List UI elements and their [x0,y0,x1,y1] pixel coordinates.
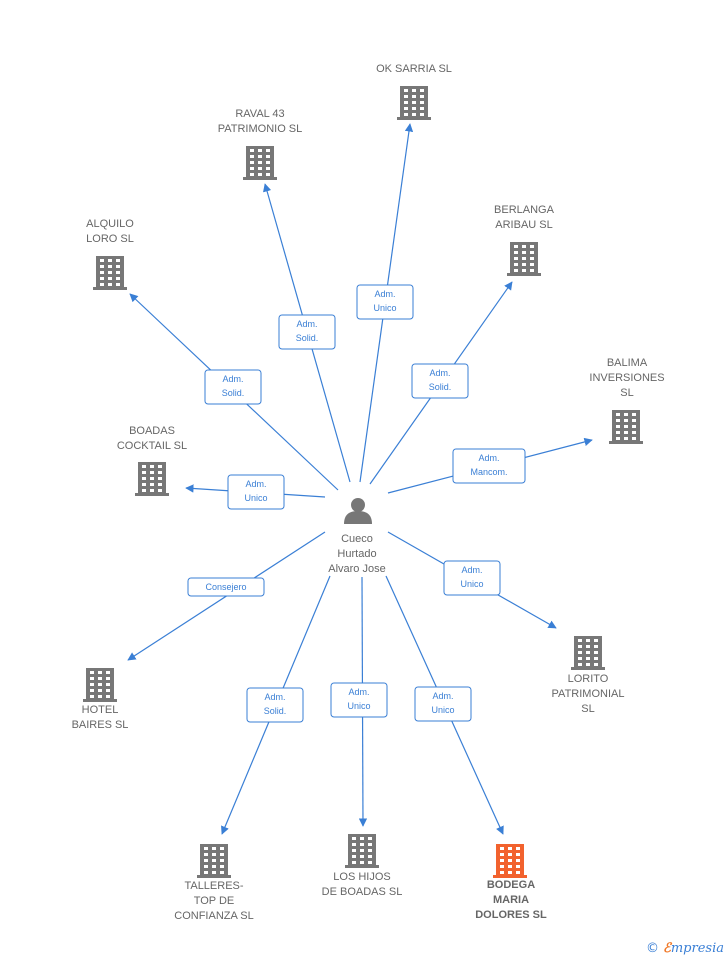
role-badge-text: Mancom. [470,467,507,477]
role-badge-text: Consejero [205,582,246,592]
role-badge-text: Adm. [461,565,482,575]
role-badge-text: Adm. [429,368,450,378]
person-label-line[interactable]: Hurtado [337,548,376,560]
role-badge-text: Adm. [432,691,453,701]
building-icon[interactable] [397,86,431,120]
person-label-line[interactable]: Cueco [341,533,373,545]
nodes-layer: OK SARRIA SL RAVAL 43 PATRIMONIO SL ALQUILO… [72,63,665,922]
role-badge-text: Unico [373,303,396,313]
role-badge-text: Unico [460,579,483,589]
role-badge-box [278,314,336,350]
role-badge: Adm. Unico [356,284,414,320]
role-badge: Adm. Solid. [278,314,336,350]
company-label-line[interactable]: DE BOADAS SL [322,886,403,898]
role-badge-text: Adm. [222,374,243,384]
company-label-line[interactable]: BOADAS [129,425,175,437]
role-badge-text: Adm. [348,687,369,697]
role-badge: Adm. Unico [330,682,388,718]
building-icon[interactable] [609,410,643,444]
company-label-line[interactable]: PATRIMONIAL [552,688,625,700]
building-icon[interactable] [571,636,605,670]
person-label-line[interactable]: Alvaro Jose [328,563,385,575]
role-badge: Adm. Mancom. [452,448,526,484]
role-badge-text: Solid. [296,333,319,343]
role-badge: Consejero [187,577,265,597]
role-badge-text: Unico [244,493,267,503]
building-icon[interactable] [493,844,527,878]
role-badge-box [443,560,501,596]
building-icon[interactable] [93,256,127,290]
role-badge-text: Adm. [245,479,266,489]
role-badge-text: Adm. [296,319,317,329]
role-badge-text: Adm. [478,453,499,463]
building-icon[interactable] [135,462,169,496]
brand-name: mpresia [670,941,724,956]
role-badge-box [187,577,265,597]
company-label-line[interactable]: BALIMA [607,357,648,369]
company-label-line[interactable]: DOLORES SL [475,909,547,921]
company-label-line[interactable]: INVERSIONES [589,372,664,384]
company-label-line[interactable]: BAIRES SL [72,719,129,731]
role-badge-box [227,474,285,510]
person-icon[interactable] [344,498,372,524]
company-label-line[interactable]: OK SARRIA SL [376,63,452,75]
company-label-line[interactable]: RAVAL 43 [235,108,284,120]
role-badge: Adm. Unico [414,686,472,722]
company-label-line[interactable]: ALQUILO [86,218,134,230]
company-label-line[interactable]: HOTEL [82,704,119,716]
company-label-line[interactable]: LOS HIJOS [333,871,390,883]
role-badge-box [246,687,304,723]
company-label-line[interactable]: MARIA [493,894,529,906]
company-label-line[interactable]: ARIBAU SL [495,219,552,231]
role-badge-box [414,686,472,722]
role-badge: Adm. Solid. [204,369,262,405]
role-badge-text: Solid. [222,388,245,398]
copyright-icon: © [645,941,659,956]
building-icon[interactable] [507,242,541,276]
role-badge-box [411,363,469,399]
role-badge: Adm. Solid. [246,687,304,723]
role-badge-text: Unico [347,701,370,711]
company-label-line[interactable]: SL [581,703,594,715]
role-badge: Adm. Unico [443,560,501,596]
brand-logo-letter: ℰ [662,941,671,956]
role-badge-text: Solid. [429,382,452,392]
role-badge-text: Solid. [264,706,287,716]
role-badge-text: Adm. [264,692,285,702]
roles-layer: Adm.UnicoAdm.Solid.Adm.Solid.Adm.Solid.A… [187,284,526,723]
building-icon[interactable] [197,844,231,878]
company-label-line[interactable]: TOP DE [194,895,235,907]
company-label-line[interactable]: PATRIMONIO SL [218,123,303,135]
role-badge-text: Adm. [374,289,395,299]
company-label-line[interactable]: CONFIANZA SL [174,910,253,922]
company-label-line[interactable]: LORO SL [86,233,134,245]
company-label-line[interactable]: COCKTAIL SL [117,440,187,452]
role-badge-text: Unico [431,705,454,715]
building-icon[interactable] [83,668,117,702]
empresia-brand[interactable]: ©ℰmpresia [646,941,724,956]
role-badge-box [356,284,414,320]
building-icon[interactable] [345,834,379,868]
company-label-line[interactable]: BERLANGA [494,204,555,216]
role-badge-box [330,682,388,718]
role-badge: Adm. Solid. [411,363,469,399]
role-badge-box [204,369,262,405]
building-icon[interactable] [243,146,277,180]
role-badge: Adm. Unico [227,474,285,510]
role-badge-box [452,448,526,484]
company-label-line[interactable]: TALLERES- [184,880,243,892]
company-label-line[interactable]: LORITO [568,673,609,685]
company-label-line[interactable]: BODEGA [487,879,535,891]
company-label-line[interactable]: SL [620,387,633,399]
